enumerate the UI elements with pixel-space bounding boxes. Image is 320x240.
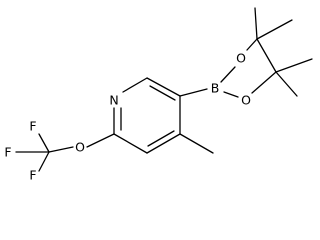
atom-f-top: F	[29, 119, 36, 134]
bond-o-ether-cf3	[48, 146, 74, 153]
bond-c3-b	[179, 88, 208, 97]
molecule-diagram: N B O O O F F F	[4, 7, 313, 181]
bond-n-c2	[122, 77, 148, 93]
atom-f-left: F	[4, 145, 11, 160]
structure-canvas: N B O O O F F F	[4, 7, 313, 181]
atom-o-top: O	[236, 51, 246, 66]
bond-c-f-bottom	[38, 151, 50, 172]
bond-methyl-2	[256, 19, 293, 40]
bond-methyl-1	[254, 7, 258, 40]
atom-b: B	[211, 81, 220, 96]
bond-c-o-bottom	[251, 71, 277, 94]
bond-c5-c6	[113, 133, 148, 154]
bond-c6-o-ether	[86, 133, 115, 148]
bond-c4-c5-inner	[147, 130, 175, 147]
bond-c-c-ring	[256, 38, 277, 73]
bond-o-bottom-b	[223, 91, 239, 98]
bond-b-o-top	[220, 66, 236, 83]
atom-o-ether: O	[75, 140, 85, 155]
bond-c2-c3	[146, 77, 181, 97]
atom-f-bottom: F	[29, 168, 36, 181]
bond-methyl-4	[275, 71, 298, 97]
bond-c-f-top	[38, 133, 50, 153]
bond-o-top-c	[246, 38, 258, 51]
atom-o-bottom: O	[241, 93, 251, 108]
bond-methyl-3	[275, 58, 313, 73]
atom-n: N	[109, 93, 118, 108]
bond-c4-methyl	[179, 133, 214, 154]
bond-c2-c3-inner	[149, 85, 176, 101]
bond-c4-c5	[146, 133, 181, 154]
